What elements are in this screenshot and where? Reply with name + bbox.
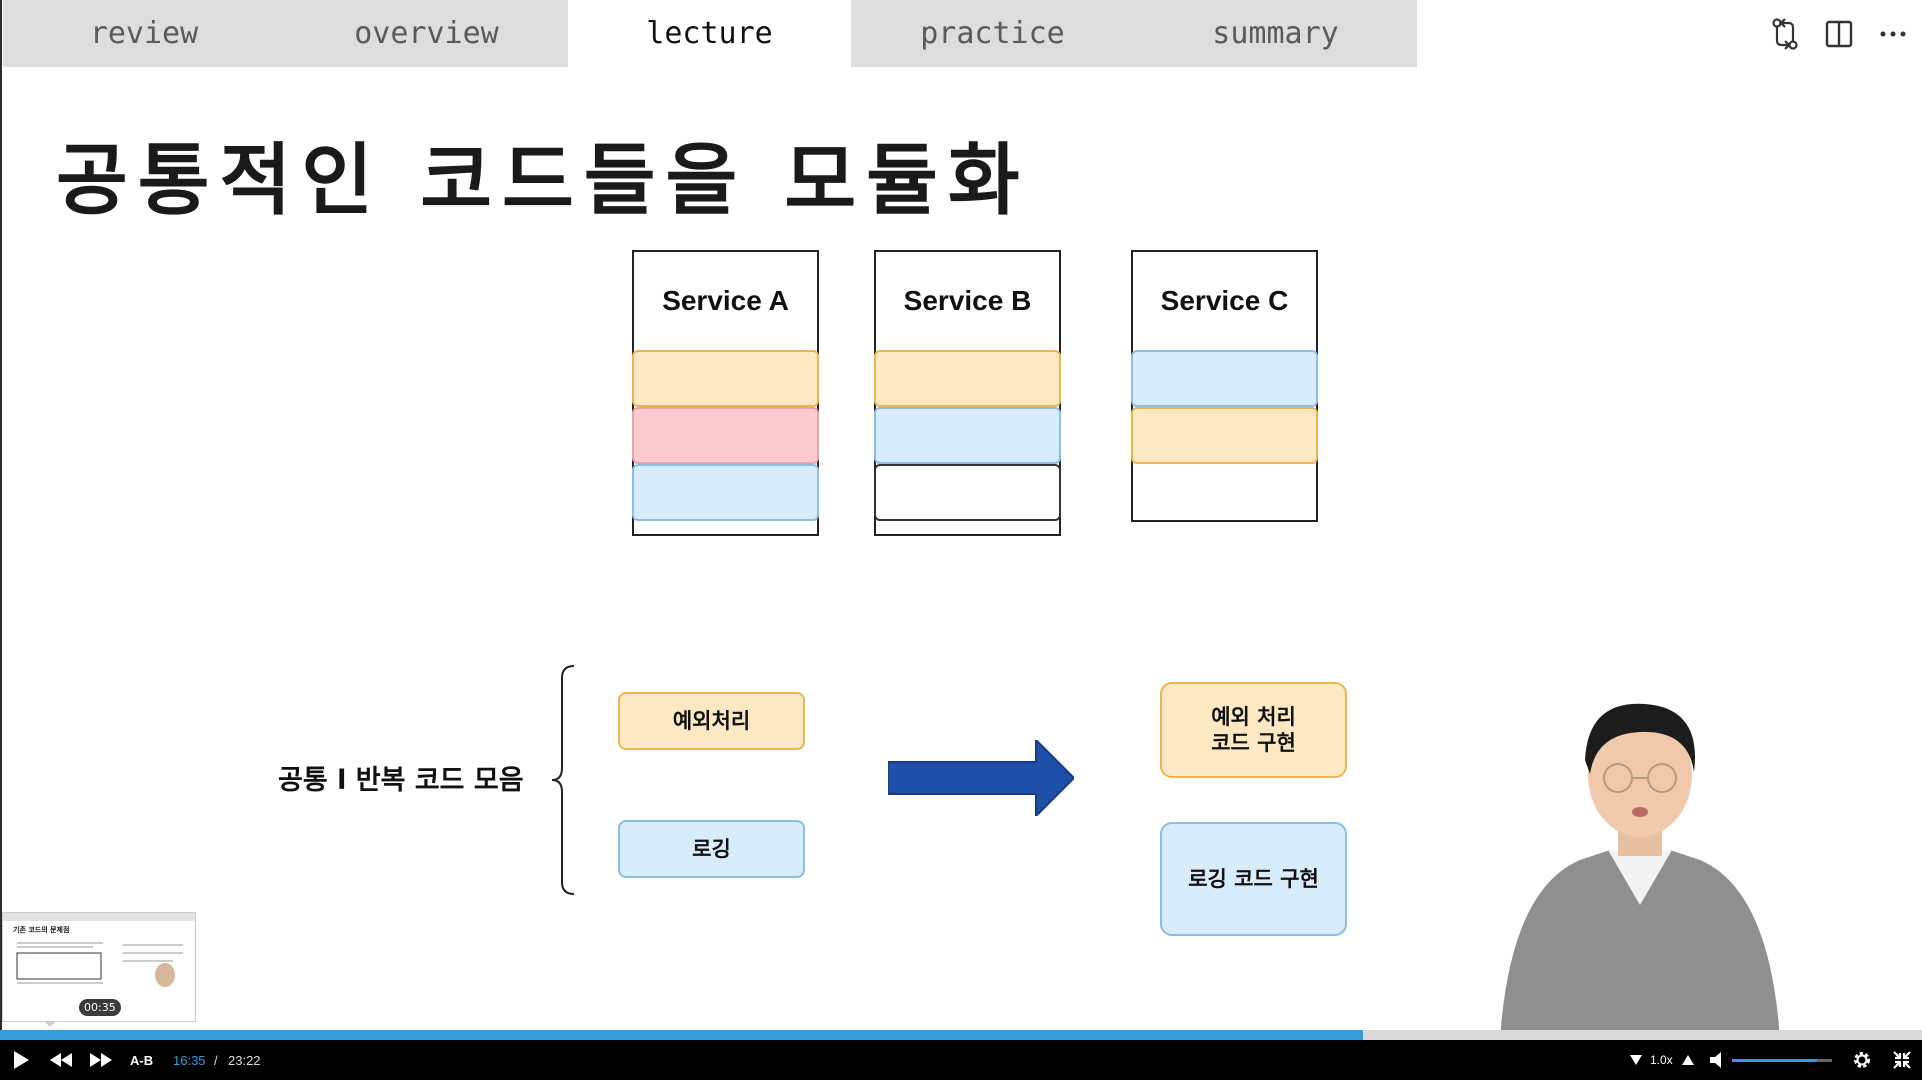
exit-fullscreen-button[interactable] xyxy=(1890,1040,1914,1080)
tab-bar: review overview lecture practice summary xyxy=(3,0,1417,67)
tab-summary[interactable]: summary xyxy=(1134,0,1417,67)
compare-changes-icon[interactable] xyxy=(1770,14,1800,54)
current-time: 16:35 xyxy=(173,1052,206,1068)
logging-impl-label: 로깅 코드 구현 xyxy=(1188,866,1319,891)
speed-up-button[interactable] xyxy=(1680,1040,1696,1080)
service-c-box: Service C xyxy=(1131,250,1318,522)
volume-slider[interactable] xyxy=(1732,1059,1832,1062)
seek-preview-thumbnail: 기존 코드의 문제점 00:35 xyxy=(2,912,196,1022)
exception-impl-box: 예외 처리 코드 구현 xyxy=(1160,682,1347,778)
tab-overview[interactable]: overview xyxy=(285,0,568,67)
exception-impl-line1: 예외 처리 xyxy=(1211,704,1296,729)
duration: 23:22 xyxy=(228,1052,261,1068)
triangle-up-icon xyxy=(1682,1055,1694,1065)
logging-box: 로깅 xyxy=(618,820,805,878)
mute-button[interactable] xyxy=(1708,1040,1728,1080)
split-editor-icon[interactable] xyxy=(1824,14,1854,54)
exception-impl-line2: 코드 구현 xyxy=(1211,731,1296,755)
speaker-icon xyxy=(1710,1052,1721,1068)
service-a-label: Service A xyxy=(662,285,789,316)
exception-handling-box: 예외처리 xyxy=(618,692,805,750)
service-b-block-logging xyxy=(874,407,1061,464)
rewind-icon xyxy=(50,1053,72,1067)
presenter-video xyxy=(1500,703,1780,1040)
thumbnail-title: 기존 코드의 문제점 xyxy=(13,926,70,934)
service-a-box: Service A xyxy=(632,250,819,536)
service-c-block-exception xyxy=(1131,407,1318,464)
logging-label: 로깅 xyxy=(692,836,731,861)
gear-icon xyxy=(1854,1052,1870,1068)
play-button[interactable] xyxy=(8,1040,34,1080)
progress-bar[interactable] xyxy=(0,1030,1922,1040)
thumbnail-slide-content xyxy=(16,942,183,987)
window-edge xyxy=(0,0,2,1040)
service-c-label: Service C xyxy=(1160,285,1289,316)
tab-review[interactable]: review xyxy=(3,0,285,67)
common-code-label: 공통 l 반복 코드 모음 xyxy=(278,765,524,796)
tab-lecture[interactable]: lecture xyxy=(568,0,851,67)
editor-actions xyxy=(1770,14,1908,54)
ab-repeat-button[interactable]: A-B xyxy=(130,1052,154,1068)
progress-fill xyxy=(0,1030,1363,1040)
service-a-block-exception xyxy=(632,350,819,407)
service-b-box: Service B xyxy=(874,250,1061,536)
thumbnail-tabs xyxy=(3,913,195,921)
curly-brace xyxy=(551,665,575,895)
right-arrow-icon xyxy=(888,740,1074,816)
slide-title: 공통적인 코드들을 모듈화 xyxy=(56,136,1030,226)
thumbnail-time: 00:35 xyxy=(79,999,121,1016)
fast-forward-button[interactable] xyxy=(88,1040,114,1080)
thumbnail-pointer xyxy=(44,1021,56,1027)
service-b-block-empty xyxy=(874,464,1061,521)
player-controls: A-B 16:35 / 23:22 1.0x xyxy=(0,1040,1922,1080)
logging-impl-box: 로깅 코드 구현 xyxy=(1160,822,1347,936)
playback-rate: 1.0x xyxy=(1650,1053,1673,1067)
service-a-block-logging xyxy=(632,464,819,521)
tab-practice[interactable]: practice xyxy=(851,0,1134,67)
fast-forward-icon xyxy=(90,1053,112,1067)
time-separator: / xyxy=(214,1052,218,1068)
service-b-label: Service B xyxy=(903,285,1032,316)
service-c-block-logging xyxy=(1131,350,1318,407)
rewind-button[interactable] xyxy=(48,1040,74,1080)
service-a-block-other xyxy=(632,407,819,464)
exit-fullscreen-icon xyxy=(1893,1051,1911,1069)
play-icon xyxy=(14,1051,29,1069)
exception-handling-label: 예외처리 xyxy=(672,708,751,733)
triangle-down-icon xyxy=(1630,1055,1642,1065)
volume-fill xyxy=(1732,1059,1817,1062)
speed-down-button[interactable] xyxy=(1628,1040,1644,1080)
settings-button[interactable] xyxy=(1850,1040,1874,1080)
service-b-block-exception xyxy=(874,350,1061,407)
more-actions-icon[interactable] xyxy=(1878,14,1908,54)
